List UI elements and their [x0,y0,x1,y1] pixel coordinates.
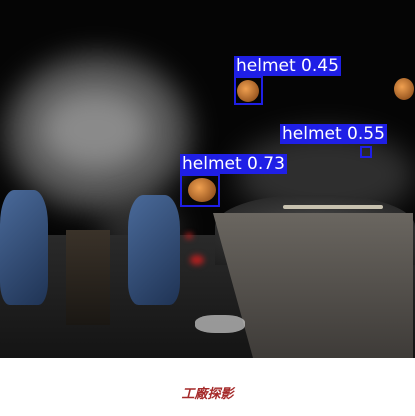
lamp-glow [190,255,204,265]
worker-figure [0,190,48,305]
helmet-object [394,78,414,100]
smoke-cloud [40,90,150,170]
detection-box [234,76,263,105]
helmet-object [237,80,259,102]
pickaxe [283,205,383,209]
lamp-glow [185,233,193,239]
detection-label: helmet 0.55 [280,124,387,144]
wooden-post [66,230,110,325]
detection-box [360,146,372,158]
debris [195,315,245,333]
detection-image: helmet 0.45 helmet 0.55 helmet 0.73 [0,0,415,358]
watermark-caption: 工廠探影 [181,387,234,402]
worker-figure [128,195,180,305]
detection-label: helmet 0.45 [234,56,341,76]
detection-box [180,174,220,207]
detection-label: helmet 0.73 [180,154,287,174]
helmet-object [188,178,216,202]
